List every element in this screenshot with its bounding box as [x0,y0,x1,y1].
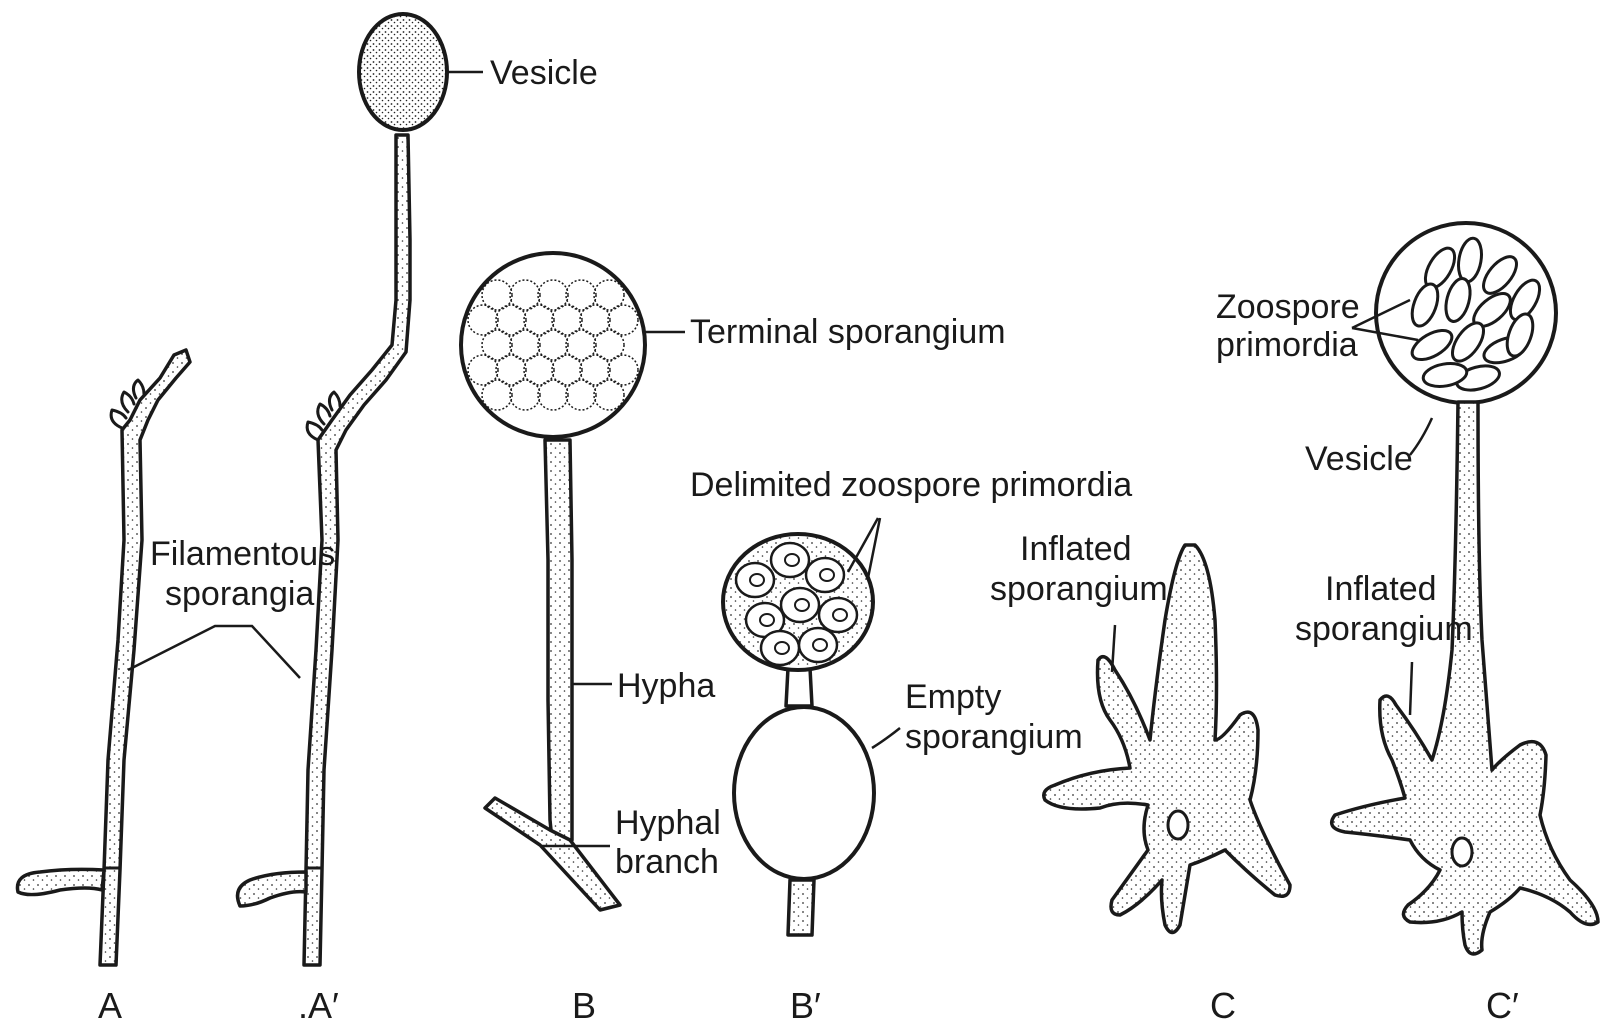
panel-label-b: B [572,985,596,1026]
primordium-cell [806,558,844,592]
label-vesicle-top: Vesicle [490,54,598,92]
label-zoospore-2: primordia [1216,326,1358,364]
panel-label-c-prime: C′ [1486,985,1519,1026]
label-hyphal-2: branch [615,843,719,881]
label-hyphal-1: Hyphal [615,804,721,842]
primordium-cell [781,588,819,622]
label-empty-2: sporangium [905,718,1083,756]
label-hypha: Hypha [617,667,715,705]
panel-label-a-prime: .A′ [298,985,339,1026]
label-vesicle-right: Vesicle [1305,440,1413,478]
panel-label-b-prime: B′ [790,985,821,1026]
primordium-cell [771,543,809,577]
label-inflated-c-2: sporangium [990,570,1168,608]
label-inflated-c-1: Inflated [1020,530,1132,568]
primordium-cell [736,563,774,597]
label-terminal-sporangium: Terminal sporangium [690,313,1006,351]
primordium-cell [761,631,799,665]
label-filamentous-1: Filamentous [150,535,335,573]
empty-sporangium [734,707,874,879]
label-inflated-cp-2: sporangium [1295,610,1473,648]
panel-b-prime-structure [723,534,874,935]
primordium-cell [819,598,857,632]
panel-label-c: C [1210,985,1236,1026]
terminal-sporangium [461,253,645,437]
label-delimited-primordia: Delimited zoospore primordia [690,466,1132,504]
label-inflated-cp-1: Inflated [1325,570,1437,608]
vesicle-top [359,14,447,130]
panel-a-prime-structure [238,14,447,965]
panel-letters: A .A′ B B′ C C′ [98,985,1519,1026]
panel-label-a: A [98,985,122,1026]
label-filamentous-2: sporangia [165,575,314,613]
label-empty-1: Empty [905,678,1001,716]
primordium-cell [799,628,837,662]
panel-a-structure [17,350,190,965]
label-zoospore-1: Zoospore [1216,288,1360,326]
